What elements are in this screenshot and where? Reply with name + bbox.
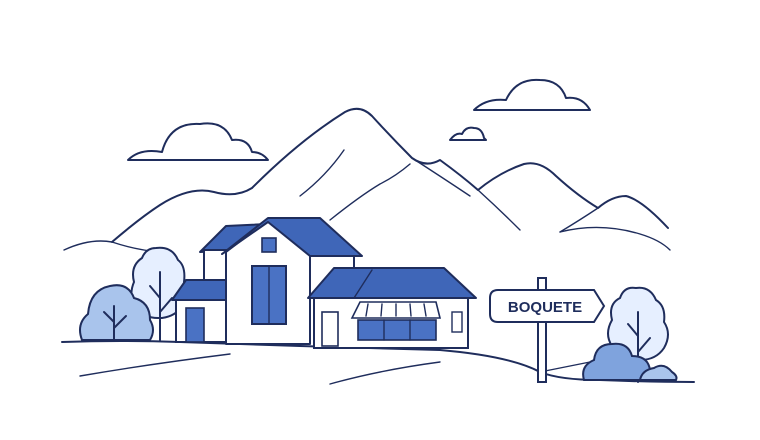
cloud-right (473, 78, 591, 111)
cloud-small (449, 126, 487, 141)
bush-left (79, 284, 154, 341)
house-annex (307, 267, 477, 349)
bush-right (582, 342, 678, 381)
sign-label: BOQUETE (508, 299, 582, 316)
cloud-left (127, 122, 269, 161)
signpost: BOQUETE (489, 277, 606, 383)
mountain-range (63, 107, 671, 253)
